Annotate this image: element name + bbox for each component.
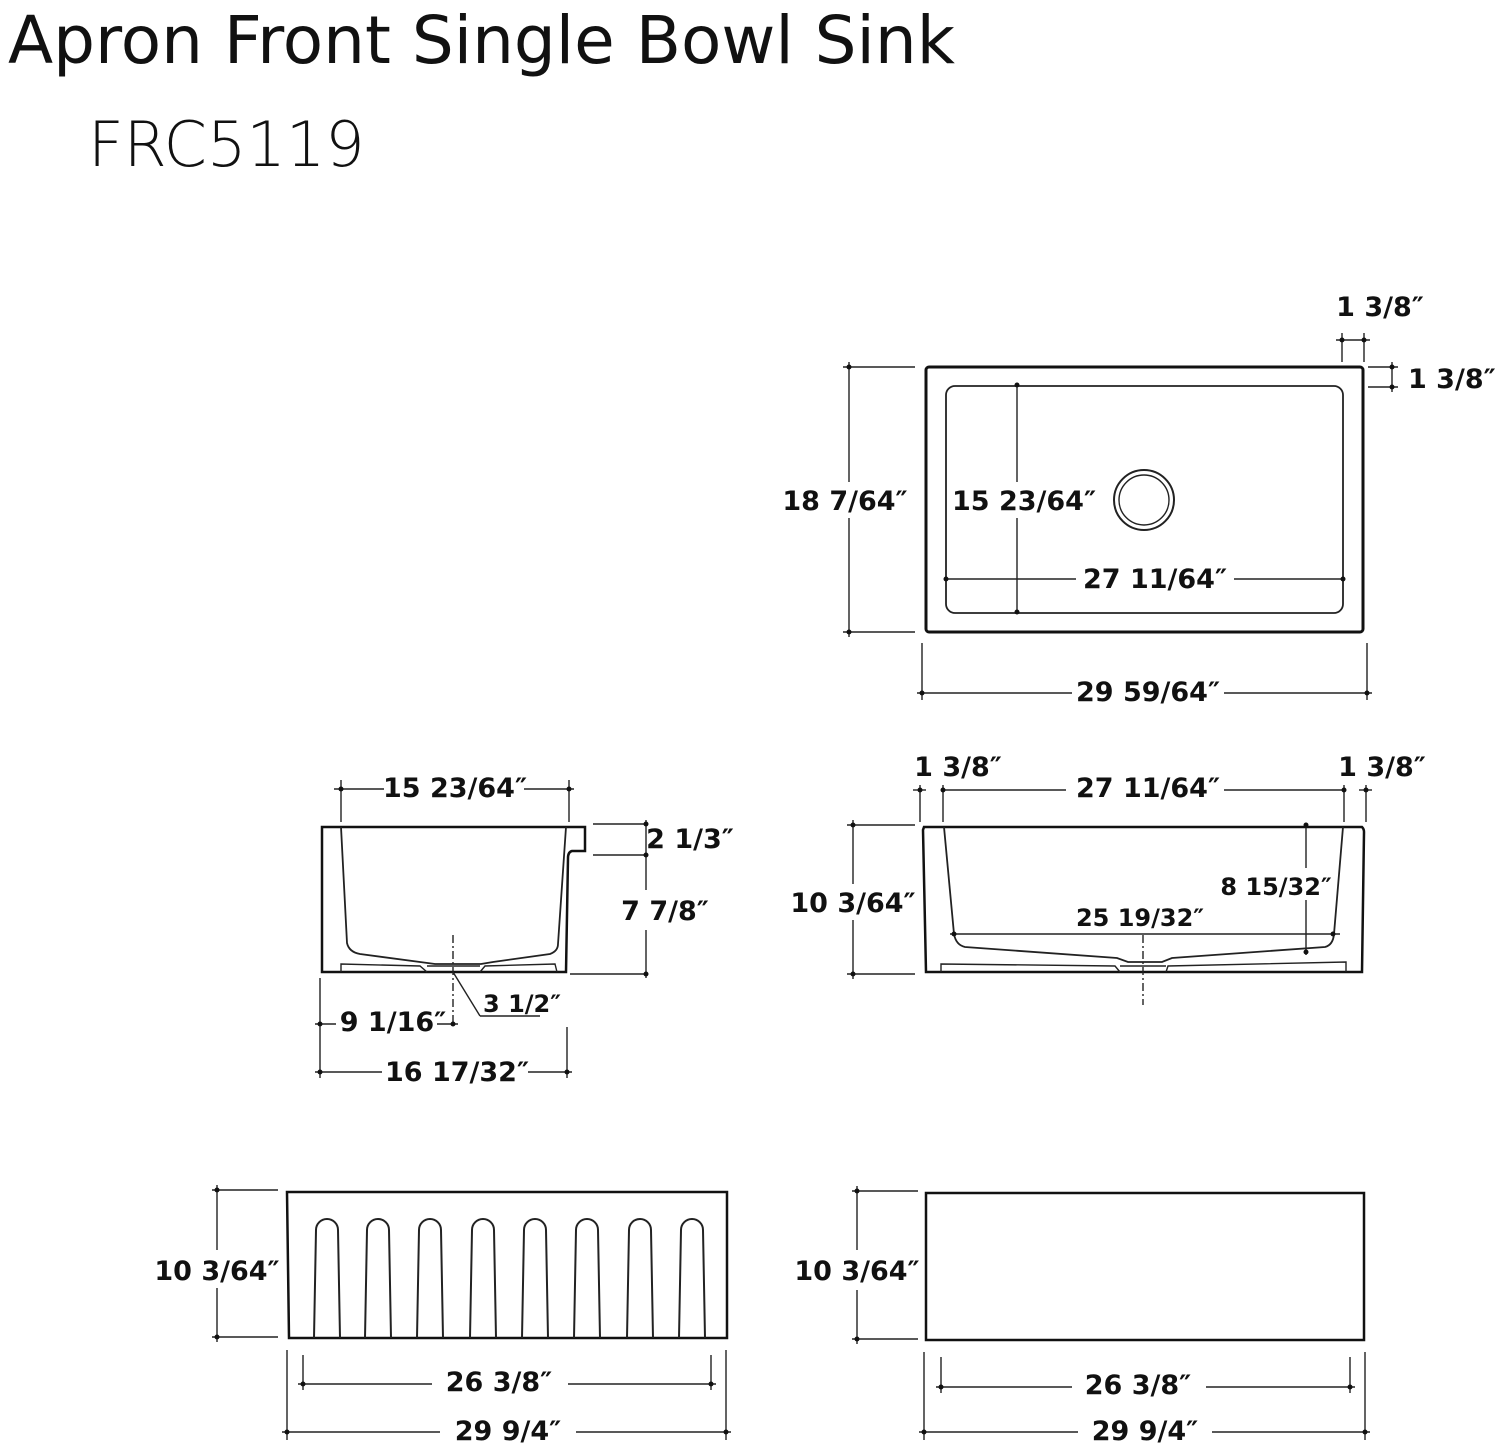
model-number: FRC5119	[88, 108, 365, 181]
apron-plain-view: 10 3/64″ 26 3/8″ 29 9/4″	[794, 1186, 1370, 1446]
flute	[521, 1218, 549, 1339]
dim-apron-plain-overall-width: 29 9/4″	[1092, 1416, 1198, 1446]
apron-fluted-view: 10 3/64″ 26 3/8″ 29 9/4″	[154, 1185, 731, 1446]
dim-apron-plain-height: 10 3/64″	[794, 1256, 919, 1287]
dim-overall-depth: 18 7/64″	[782, 486, 907, 517]
top-view: 1 3/8″ 1 3/8″ 18 7/64″ 15 23/64″ 27 11/6…	[782, 292, 1495, 708]
drain-outer	[1113, 469, 1175, 531]
flute	[364, 1218, 392, 1339]
drain-inner	[1118, 474, 1170, 526]
dim-bowl-bottom-width: 25 19/32″	[1076, 904, 1204, 932]
dim-ledge-height: 2 1/3″	[646, 824, 734, 855]
dim-bowl-height: 7 7/8″	[621, 896, 709, 927]
flute	[469, 1218, 497, 1339]
dim-apron-fluted-height: 10 3/64″	[154, 1256, 279, 1287]
apron-fluted-outline	[285, 1190, 729, 1340]
dim-apron-plain-inner-width: 26 3/8″	[1085, 1370, 1191, 1401]
dim-front-bowl-top-width: 27 11/64″	[1076, 773, 1220, 804]
flute	[313, 1218, 341, 1339]
dim-bowl-depth: 15 23/64″	[952, 486, 1096, 517]
dim-front-overall-height: 10 3/64″	[790, 888, 915, 919]
dim-bowl-width: 27 11/64″	[1083, 564, 1227, 595]
dim-bowl-inner-depth: 8 15/32″	[1220, 873, 1332, 901]
front-section-view: 1 3/8″ 27 11/64″ 1 3/8″ 10 3/64″ 8 15/32…	[790, 752, 1426, 1005]
dim-side-overall-depth: 16 17/32″	[385, 1057, 529, 1088]
dim-bowl-top-width: 15 23/64″	[383, 773, 527, 804]
front-section-outline	[921, 825, 1366, 974]
side-view: 3 1/2″ 15 23/64″ 2 1/3″ 7 7/8″ 9 1/16″ 1…	[315, 773, 734, 1088]
dim-rim-left: 1 3/8″	[914, 752, 1002, 783]
bowl-outline	[945, 385, 1344, 614]
dim-apron-fluted-overall-width: 29 9/4″	[455, 1416, 561, 1446]
page-title: Apron Front Single Bowl Sink	[8, 2, 955, 79]
dim-rim-top: 1 3/8″	[1336, 292, 1424, 323]
apron-plain-outline	[924, 1191, 1366, 1342]
dim-drain-size: 3 1/2″	[483, 990, 561, 1018]
flute	[416, 1218, 444, 1339]
sink-outline	[924, 365, 1365, 634]
dim-drain-offset: 9 1/16″	[340, 1007, 446, 1038]
dim-apron-fluted-inner-width: 26 3/8″	[446, 1367, 552, 1398]
dim-rim-right: 1 3/8″	[1408, 364, 1496, 395]
flute	[626, 1218, 654, 1339]
dim-overall-width: 29 59/64″	[1076, 677, 1220, 708]
flutes	[313, 1218, 706, 1339]
flute	[678, 1218, 706, 1339]
side-outline	[320, 825, 587, 974]
flute	[573, 1218, 601, 1339]
dim-rim-right: 1 3/8″	[1338, 752, 1426, 783]
